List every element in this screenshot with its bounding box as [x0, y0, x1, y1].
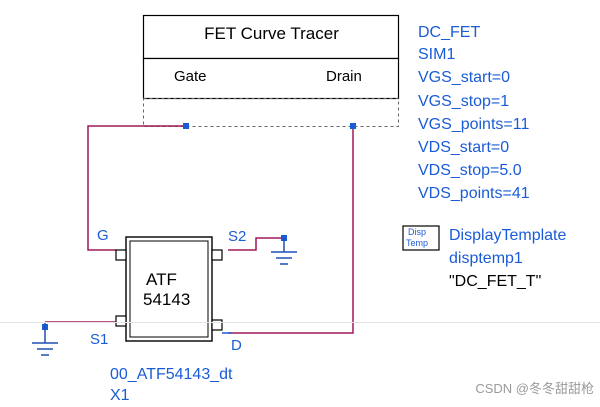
gate-port-pin[interactable] — [183, 123, 189, 129]
source2-wire[interactable] — [228, 237, 284, 251]
sim-param[interactable]: VDS_points=41 — [418, 185, 530, 202]
source2-pad[interactable] — [211, 249, 223, 261]
tracer-title-wrap: FET Curve Tracer — [0, 25, 543, 42]
ground-symbol-s1[interactable] — [32, 322, 58, 356]
gate-pad[interactable] — [115, 249, 127, 261]
fet-curve-tracer-block[interactable] — [142, 14, 400, 127]
pin-label-source1: S1 — [90, 331, 109, 348]
watermark: CSDN @冬冬甜甜枪 — [475, 381, 594, 396]
sim-param[interactable]: VGS_stop=1 — [418, 93, 510, 110]
display-template-icon-line1: Disp — [408, 227, 427, 237]
device-body-inner — [129, 240, 209, 338]
device-part-line2: 54143 — [143, 290, 191, 309]
sim-param[interactable]: VDS_start=0 — [418, 139, 510, 156]
source1-pad[interactable] — [115, 315, 127, 327]
device-instance-name[interactable]: X1 — [110, 387, 130, 404]
ground-symbol-s2[interactable] — [271, 235, 297, 265]
gate-wire[interactable] — [87, 125, 186, 251]
display-template-name[interactable]: disptemp1 — [449, 250, 523, 267]
tracer-drain-label: Drain — [326, 68, 362, 85]
atf54143-device[interactable] — [115, 236, 232, 342]
tracer-gate-label: Gate — [174, 68, 207, 85]
sim-param[interactable]: VGS_start=0 — [418, 69, 511, 86]
device-part-line1: ATF — [146, 270, 177, 289]
drain-port-pin[interactable] — [350, 123, 356, 129]
display-template-icon-line2: Temp — [406, 238, 429, 248]
device-body-outer — [125, 236, 213, 342]
drain-wire[interactable] — [228, 126, 354, 334]
sim-name[interactable]: SIM1 — [418, 46, 456, 63]
pin-label-gate: G — [97, 227, 109, 244]
sim-type[interactable]: DC_FET — [418, 24, 481, 41]
display-template-type[interactable]: DisplayTemplate — [449, 227, 567, 244]
pin-label-source2: S2 — [228, 228, 247, 245]
display-template-icon[interactable] — [402, 225, 440, 251]
device-model-name[interactable]: 00_ATF54143_dt — [110, 366, 233, 383]
pin-label-drain: D — [231, 337, 242, 354]
tracer-dashed-outline — [143, 98, 399, 127]
drain-pad[interactable] — [211, 319, 223, 331]
tracer-title: FET Curve Tracer — [204, 24, 339, 43]
sim-param[interactable]: VDS_stop=5.0 — [418, 162, 522, 179]
sim-param[interactable]: VGS_points=11 — [418, 116, 530, 133]
tracer-title-box — [142, 14, 400, 60]
tracer-ports-box — [142, 57, 400, 100]
display-template-value[interactable]: "DC_FET_T" — [449, 273, 542, 290]
